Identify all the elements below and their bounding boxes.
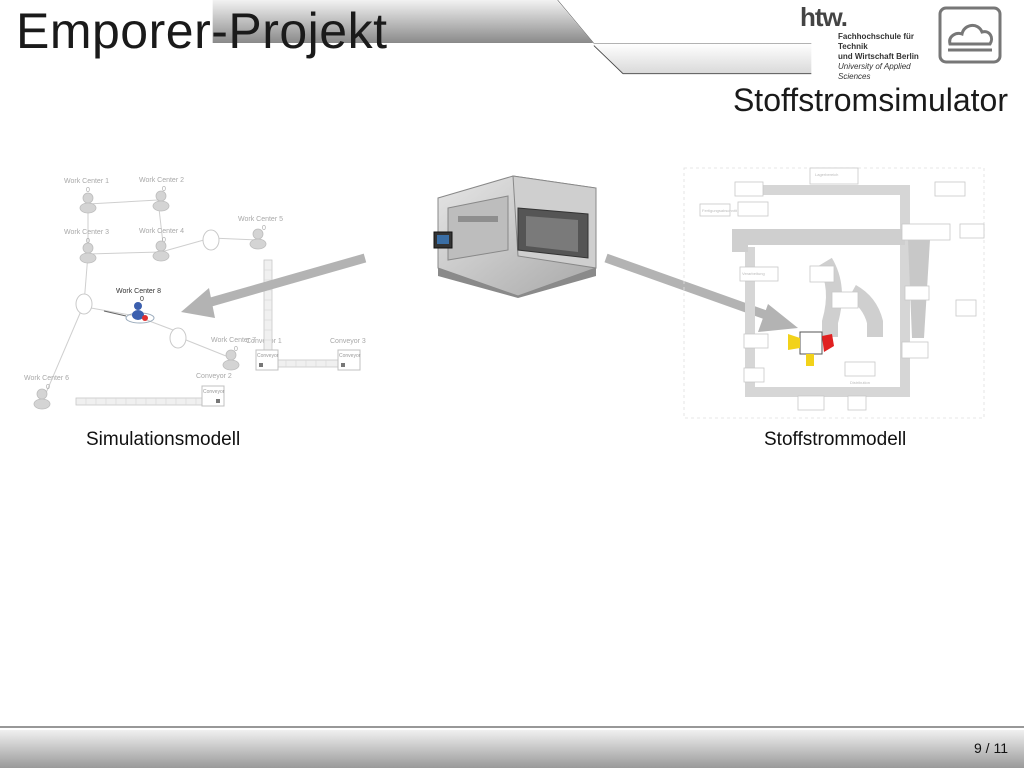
conveyor-label: Conveyor 3 [330,338,366,345]
simulation-model-diagram: Work Center 1 0 Work Center 2 0 Work Cen… [24,177,366,410]
cnc-machine-image [433,175,597,298]
header-band [212,0,812,75]
cloud-monitor-icon [938,6,1002,64]
logo-line-1: Fachhochschule für Technik [838,32,915,51]
node-count-active: 0 [140,296,144,303]
svg-text:Verarbeitung: Verarbeitung [742,271,765,276]
node-label-active: Work Center 8 [116,288,161,295]
logo-line-2: und Wirtschaft Berlin [838,52,919,61]
node-count: 0 [86,187,90,194]
node-label: Work Center 1 [64,178,109,185]
node-count: 0 [162,186,166,193]
slide-title: Emporer-Projekt [16,3,388,59]
stoffstrom-model-caption: Stoffstrommodell [764,429,907,450]
htw-logo-mark: htw. [800,2,848,32]
conveyor-box-label: Conveyor [203,389,225,395]
node-count: 0 [162,237,166,244]
simulation-model-caption: Simulationsmodell [86,429,241,450]
node-count: 0 [262,225,266,232]
svg-text:Distribution: Distribution [850,380,870,385]
footer-band [0,726,1024,768]
node-count: 0 [234,346,238,353]
node-label: Work Center 7 [211,337,256,344]
node-label: Work Center 6 [24,375,69,382]
node-count: 0 [86,238,90,245]
page-number: 9 / 11 [974,740,1008,756]
stoffstrom-model-diagram: Fertigungsabschnitt Lagerbereich Verarbe… [683,167,985,419]
htw-logo: htw. Fachhochschule für Technik und Wirt… [798,2,938,81]
slide-subtitle: Stoffstromsimulator [732,82,1008,118]
conveyor-box-label: Conveyor [257,353,279,359]
node-label: Work Center 2 [139,177,184,184]
node-label: Work Center 5 [238,216,283,223]
node-label: Work Center 4 [139,228,184,235]
conveyor-box-label: Conveyor [339,353,361,359]
svg-text:Fertigungsabschnitt: Fertigungsabschnitt [702,208,738,213]
svg-text:Lagerbereich: Lagerbereich [815,172,838,177]
conveyor-label: Conveyor 2 [196,373,232,380]
arrow-to-simulation [181,253,367,318]
logo-line-3: University of Applied Sciences [838,62,911,81]
node-label: Work Center 3 [64,229,109,236]
node-count: 0 [46,384,50,391]
